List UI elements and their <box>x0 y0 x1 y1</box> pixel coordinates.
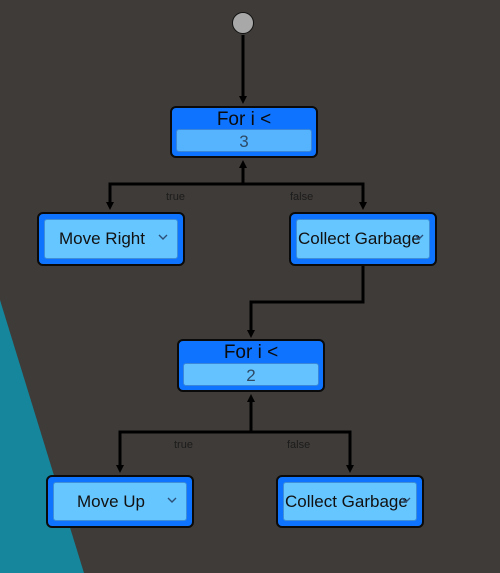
action-label: Collect Garbage <box>285 491 408 511</box>
chevron-down-icon[interactable] <box>167 495 177 505</box>
loop-title: For i < <box>216 109 272 130</box>
edge-garbage-loop2 <box>247 266 365 338</box>
action-dropdown[interactable]: Collect Garbage <box>283 482 417 521</box>
action-dropdown[interactable]: Collect Garbage <box>296 219 430 259</box>
edge-loop1-false <box>243 182 367 210</box>
chevron-down-icon[interactable] <box>414 232 424 242</box>
action-label: Move Up <box>76 491 146 511</box>
loop-count-field[interactable]: 2 <box>183 363 319 386</box>
action-node-collect-garbage-2[interactable]: Collect Garbage <box>276 475 424 528</box>
start-circle-icon[interactable] <box>232 12 254 34</box>
action-dropdown[interactable]: Move Up <box>53 482 187 521</box>
action-node-move-up[interactable]: Move Up <box>46 475 194 528</box>
action-node-collect-garbage-1[interactable]: Collect Garbage <box>289 212 437 266</box>
loop-count-field[interactable]: 3 <box>176 129 312 152</box>
action-dropdown[interactable]: Move Right <box>44 219 178 259</box>
action-label: Collect Garbage <box>298 229 421 248</box>
for-loop-node-1[interactable]: For i < 3 <box>170 106 318 158</box>
true-label: true <box>166 191 185 203</box>
for-loop-node-2[interactable]: For i < 2 <box>177 339 325 392</box>
chevron-down-icon[interactable] <box>401 495 411 505</box>
action-node-move-right[interactable]: Move Right <box>37 212 185 266</box>
edge-loop1-true <box>106 182 243 210</box>
false-label: false <box>287 439 311 451</box>
chevron-down-icon[interactable] <box>158 232 168 242</box>
edge-loop2-true <box>116 430 251 473</box>
false-label: false <box>290 191 314 203</box>
loop-title: For i < <box>223 342 279 363</box>
edge-loop2-false <box>251 430 354 473</box>
true-label: true <box>174 439 193 451</box>
action-label: Move Right <box>59 229 145 248</box>
